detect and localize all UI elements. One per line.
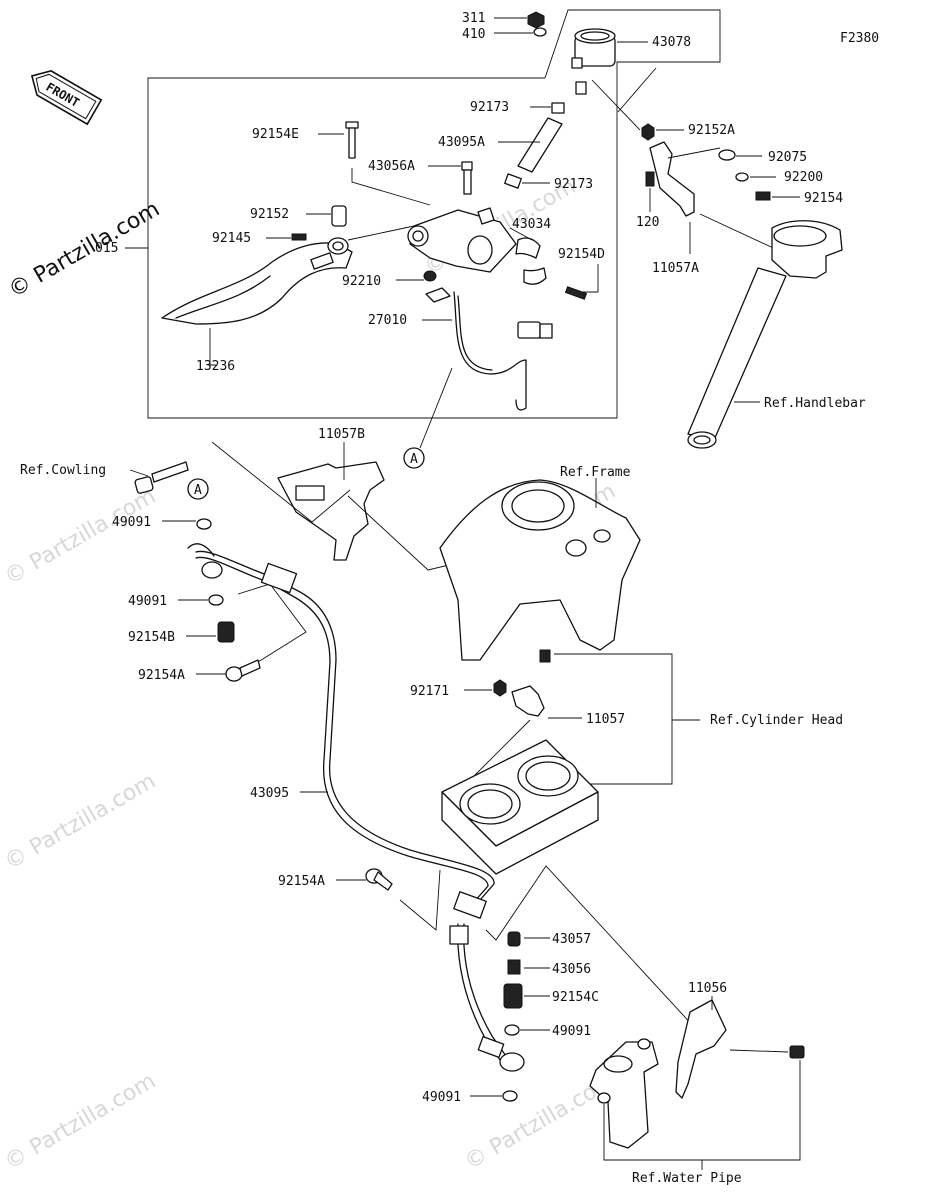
bolt-cowling	[134, 461, 189, 494]
label-92154b: 92154B	[128, 630, 175, 645]
callout-a-circle	[403, 447, 425, 469]
ref-cowling: Ref.Cowling	[20, 463, 106, 478]
label-92075: 92075	[768, 150, 807, 165]
callout-a: A	[410, 452, 418, 467]
bleeder-43056	[507, 959, 521, 975]
washer-92075	[718, 149, 736, 161]
clutch-hose-lower	[449, 923, 525, 1072]
front-arrow-badge: FRONT	[30, 70, 103, 126]
label-13236: 13236	[196, 359, 235, 374]
bolt-92154b	[217, 621, 235, 643]
master-cylinder-body	[407, 207, 517, 273]
clutch-lever-13236	[161, 237, 353, 325]
label-92154c: 92154C	[552, 990, 599, 1005]
bolt-92154c	[503, 983, 523, 1009]
label-49091-a: 49091	[112, 515, 151, 530]
bolt-92154a-upper	[225, 659, 261, 682]
bolt-120	[645, 171, 655, 187]
label-11057: 11057	[586, 712, 625, 727]
label-92171: 92171	[410, 684, 449, 699]
label-49091-b: 49091	[128, 594, 167, 609]
figure-code: F2380	[840, 31, 879, 46]
label-11057a: 11057A	[652, 261, 699, 276]
bolt-92154d	[564, 286, 588, 300]
cap-43057	[507, 931, 521, 947]
washer-49091-c	[504, 1024, 520, 1036]
label-43095: 43095	[250, 786, 289, 801]
handlebar	[687, 220, 843, 449]
watermark: © Partzilla.com	[1, 484, 161, 591]
label-92154d: 92154D	[558, 247, 605, 262]
label-92152: 92152	[250, 207, 289, 222]
bracket-11057a	[649, 141, 695, 217]
bolt-92171	[493, 649, 551, 697]
bolt-water-pipe	[789, 1045, 805, 1059]
label-43056a: 43056A	[368, 159, 415, 174]
label-27010: 27010	[368, 313, 407, 328]
bracket-11057	[511, 685, 545, 717]
clamp-92173-upper	[551, 102, 565, 114]
watermark: © Partzilla.com	[1, 769, 161, 876]
bracket-11056	[675, 999, 727, 1099]
bracket-11057b	[277, 461, 385, 561]
label-49091-c: 49091	[552, 1024, 591, 1039]
bolt-92154e	[345, 121, 359, 159]
switch-27010	[425, 287, 553, 411]
label-311: 311	[462, 11, 485, 26]
label-92145: 92145	[212, 231, 251, 246]
label-43078: 43078	[652, 35, 691, 50]
washer-92200	[735, 172, 749, 182]
label-015: 015	[95, 241, 118, 256]
ref-handlebar: Ref.Handlebar	[764, 396, 866, 411]
throttle-body-cylinder-head	[441, 739, 599, 875]
master-cylinder-group-box	[147, 9, 721, 419]
clamp-43034	[515, 237, 547, 285]
callout-a-hose-circle	[187, 478, 209, 500]
nut-92152a	[641, 123, 655, 141]
watermark-main: © Partzilla.com	[5, 197, 165, 304]
label-92154a-upper: 92154A	[138, 668, 185, 683]
label-43056: 43056	[552, 962, 591, 977]
nut-311	[527, 11, 545, 29]
label-43034: 43034	[512, 217, 551, 232]
label-43095a: 43095A	[438, 135, 485, 150]
washer-49091-a	[196, 518, 212, 530]
ref-water-pipe: Ref.Water Pipe	[632, 1171, 742, 1186]
spring-92145	[291, 233, 307, 241]
water-pipe	[589, 1038, 659, 1149]
label-92200: 92200	[784, 170, 823, 185]
label-11056: 11056	[688, 981, 727, 996]
bushing-92152	[331, 205, 347, 227]
ref-frame: Ref.Frame	[560, 465, 631, 480]
label-92154e: 92154E	[252, 127, 299, 142]
label-49091-d: 49091	[422, 1090, 461, 1105]
fitting-43056a	[461, 161, 473, 195]
hose-43095a	[517, 117, 563, 173]
washer-49091-b	[208, 594, 224, 606]
label-92152a: 92152A	[688, 123, 735, 138]
label-92154: 92154	[804, 191, 843, 206]
label-410: 410	[462, 27, 485, 42]
clutch-hose-43095	[195, 550, 495, 919]
reservoir-43078	[571, 28, 616, 95]
callout-a-hose: A	[194, 483, 202, 498]
watermark: © Partzilla.com	[1, 1069, 161, 1176]
frame-head	[439, 479, 641, 661]
bolt-92154	[755, 191, 771, 201]
washer-49091-d	[502, 1090, 518, 1102]
clamp-92173-lower	[504, 173, 522, 189]
label-92210: 92210	[342, 274, 381, 289]
nut-92210	[423, 270, 437, 282]
label-92173-upper: 92173	[470, 100, 509, 115]
label-92154a-lower: 92154A	[278, 874, 325, 889]
label-120: 120	[636, 215, 659, 230]
ref-cylinder-head: Ref.Cylinder Head	[710, 713, 843, 728]
washer-410	[533, 27, 547, 37]
bolt-92154a-lower	[365, 868, 393, 891]
label-43057: 43057	[552, 932, 591, 947]
label-11057b: 11057B	[318, 427, 365, 442]
label-92173-lower: 92173	[554, 177, 593, 192]
